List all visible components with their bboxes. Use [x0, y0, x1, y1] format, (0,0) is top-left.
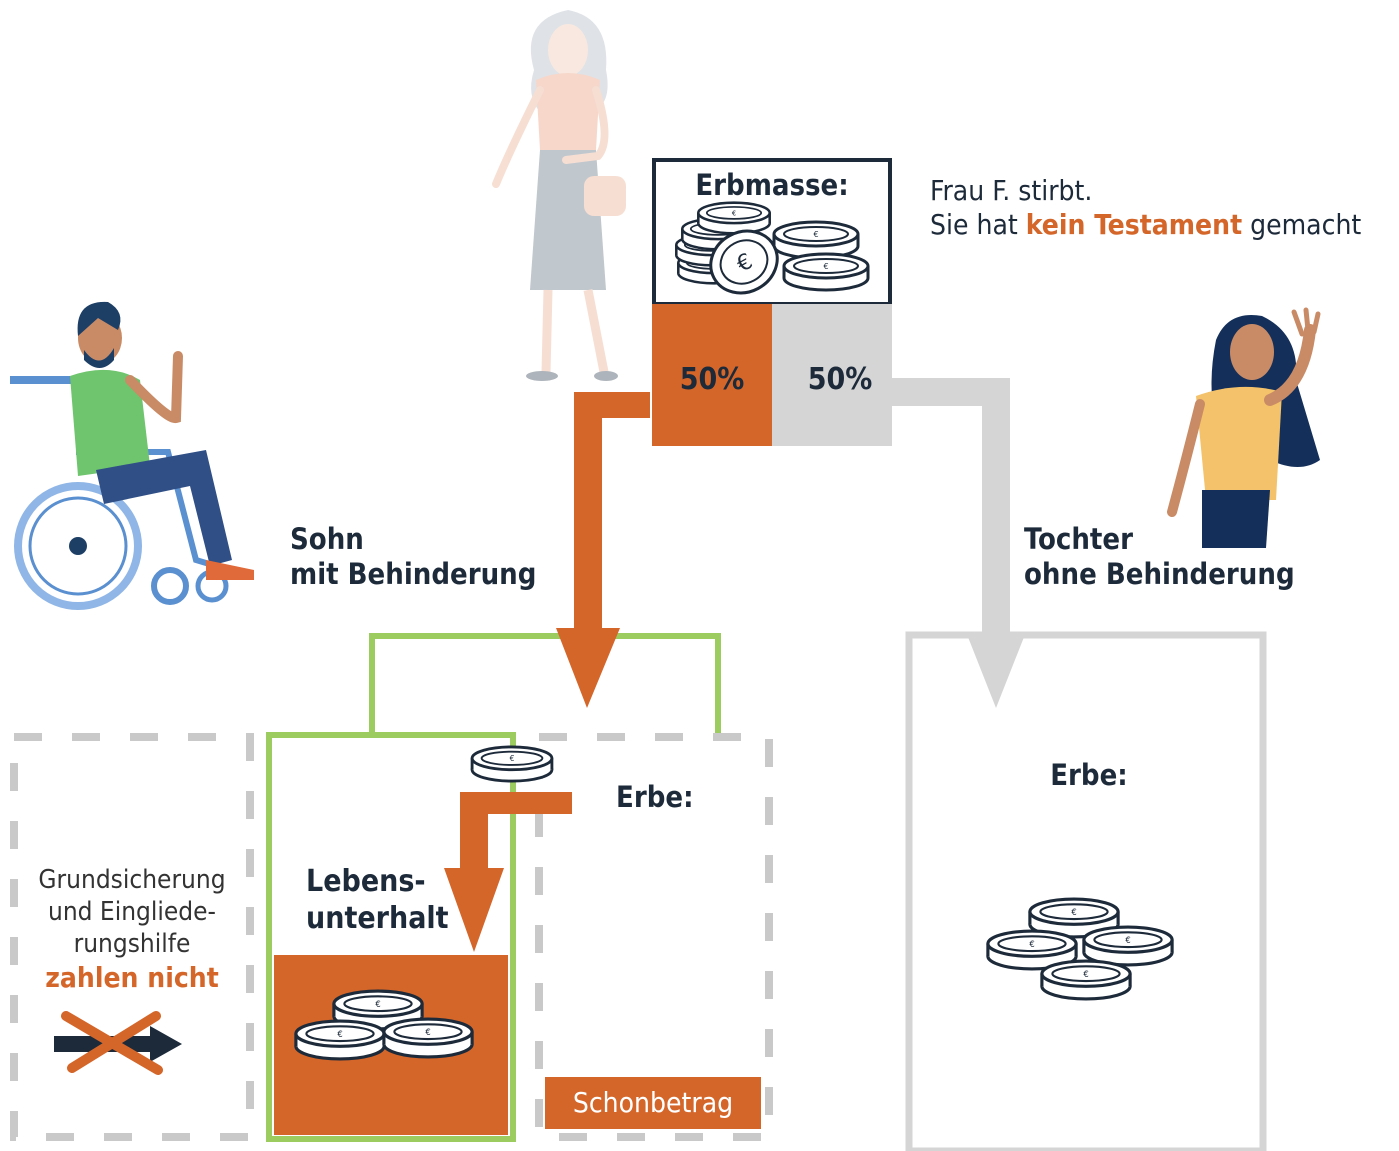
son-wheelchair-illustration [10, 301, 254, 610]
son-label-line-1: Sohn [290, 522, 364, 556]
living-expenses-label: Lebens- unterhalt [306, 864, 449, 937]
living-expenses-arrow [444, 792, 572, 952]
intro-text: Frau F. stirbt. Sie hat kein Testament g… [930, 174, 1361, 241]
daughter-label-line-2: ohne Behinderung [1024, 557, 1295, 592]
mother-illustration [492, 10, 626, 381]
daughter-label: Tochter ohne Behinderung [1024, 522, 1295, 593]
intro-line-2-pre: Sie hat [930, 207, 1026, 241]
living-expenses-line-1: Lebens- [306, 864, 426, 899]
benefits-box [10, 733, 254, 1141]
benefits-line-1: Grundsicherung [38, 865, 226, 895]
protected-amount-label: Schonbetrag [572, 1086, 734, 1119]
falling-coin-icon [470, 745, 554, 783]
daughter-inheritance-box [905, 631, 1267, 1151]
son-share-block [652, 304, 772, 446]
benefits-line-2: und Eingliede- [48, 897, 216, 928]
no-will-highlight: kein Testament [1025, 207, 1243, 241]
daughter-label-line-1: Tochter [1024, 522, 1133, 556]
intro-line-2: Sie hat kein Testament gemacht [930, 208, 1361, 242]
son-inheritance-box [535, 733, 773, 1141]
daughter-illustration [1167, 307, 1321, 548]
son-share-percent: 50% [679, 362, 745, 397]
son-inheritance-title: Erbe: [616, 780, 694, 814]
daughter-share-percent: 50% [807, 362, 873, 397]
daughter-inheritance-title: Erbe: [1050, 758, 1128, 792]
son-label: Sohn mit Behinderung [290, 522, 536, 593]
son-label-line-2: mit Behinderung [290, 557, 537, 592]
son-share-arrow [556, 392, 650, 708]
daughter-coins-icon [986, 897, 1174, 1001]
estate-coins-icon: € [675, 201, 870, 295]
benefits-text: Grundsicherung und Eingliede- rungshilfe… [20, 864, 244, 995]
estate-title: Erbmasse: [695, 168, 849, 202]
crossed-arrow-icon [54, 1011, 182, 1075]
living-expenses-line-2: unterhalt [306, 900, 449, 936]
benefits-warning: zahlen nicht [45, 960, 219, 994]
benefits-line-3: rungshilfe [73, 929, 191, 960]
intro-line-2-post: gemacht [1242, 207, 1362, 241]
intro-line-1: Frau F. stirbt. [930, 174, 1093, 207]
protected-amount-bar [545, 1077, 761, 1129]
daughter-share-block [772, 304, 892, 446]
daughter-share-arrow [892, 378, 1026, 708]
